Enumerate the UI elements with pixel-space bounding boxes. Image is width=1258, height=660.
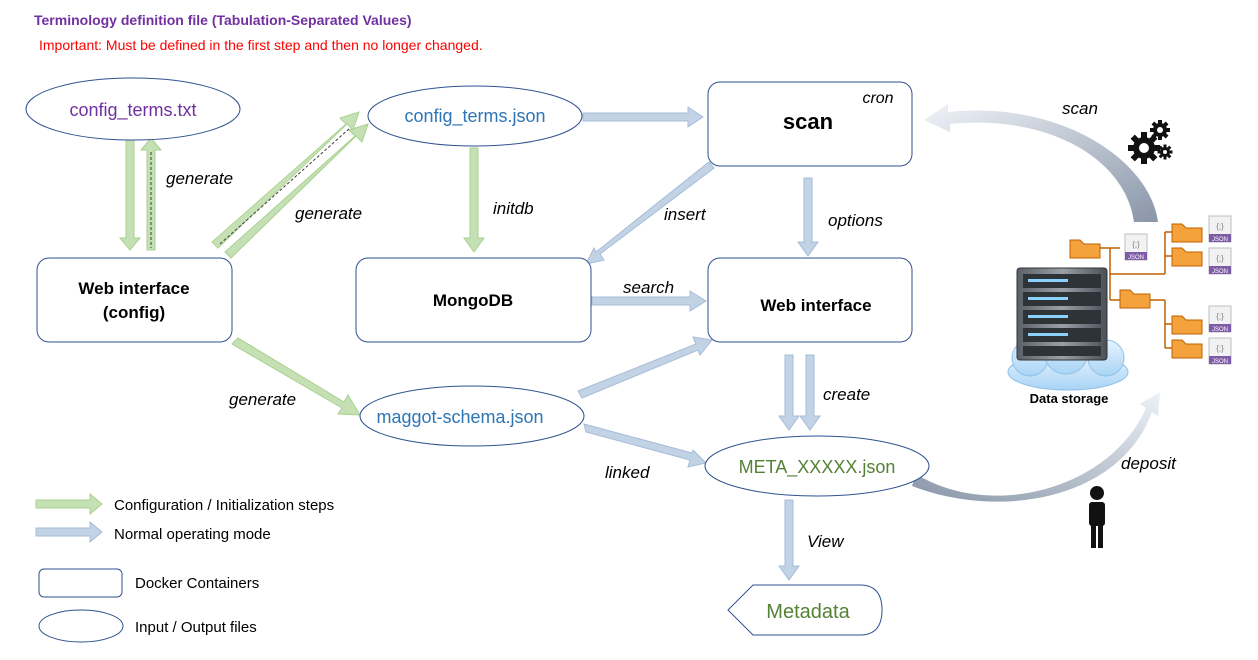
folder-icon	[1171, 315, 1203, 335]
folder-icons	[1069, 223, 1203, 359]
json-file-icons: {;} JSON {;} JSON {;} JSON {;} JSON	[1124, 215, 1232, 365]
legend-normal-label: Normal operating mode	[114, 526, 271, 543]
edge-labels: generate generate generate initdb insert…	[166, 99, 1177, 551]
person-icon	[1089, 486, 1105, 548]
arrow-web-to-meta-2	[799, 354, 821, 431]
label-deposit: deposit	[1121, 454, 1177, 473]
server-icon	[1016, 267, 1108, 361]
metadata-label: Metadata	[766, 601, 850, 623]
arrow-json-to-mongodb	[463, 147, 485, 253]
warning-note: Important: Must be defined in the first …	[39, 37, 483, 53]
arrow-json-to-webconfig	[211, 111, 360, 249]
green-arrows	[118, 111, 485, 416]
scan-label: scan	[783, 109, 833, 134]
label-insert: insert	[664, 205, 707, 224]
label-generate-2: generate	[295, 204, 362, 223]
mongodb-label: MongoDB	[433, 291, 513, 310]
label-create: create	[823, 385, 870, 404]
label-view: View	[807, 532, 845, 551]
nodes	[25, 77, 930, 636]
label-linked: linked	[605, 463, 650, 482]
legend: Configuration / Initialization steps Nor…	[35, 492, 334, 643]
arrow-json-to-scan	[582, 106, 704, 128]
scan-node	[707, 81, 913, 167]
webconfig-label-line2: (config)	[103, 303, 165, 322]
web-interface-node	[707, 257, 913, 343]
legend-green-arrow	[35, 492, 103, 516]
arrow-scan-to-mongodb	[585, 161, 715, 265]
json-file-icon: {;} JSON	[1208, 337, 1232, 365]
config-terms-json-label: config_terms.json	[404, 106, 545, 127]
json-file-icon: {;} JSON	[1208, 247, 1232, 275]
data-storage-group: {;} JSON {;} JSON {;} JSON {;} JSON	[1007, 215, 1232, 406]
arrow-webconfig-to-json	[224, 123, 369, 259]
blue-arrows	[577, 106, 821, 581]
diagram-title: Terminology definition file (Tabulation-…	[34, 12, 412, 28]
label-options: options	[828, 211, 883, 230]
svg-text:{;}: {;}	[1216, 222, 1224, 231]
svg-text:JSON: JSON	[1128, 255, 1144, 261]
arrow-txt-to-webconfig	[118, 139, 142, 251]
svg-text:{;}: {;}	[1216, 344, 1224, 353]
legend-io-shape	[38, 609, 124, 643]
legend-docker-shape	[38, 568, 123, 598]
metadata-node	[727, 584, 883, 636]
gears-icon	[1128, 120, 1173, 164]
arrow-scan-to-web	[797, 177, 819, 257]
folder-icon	[1069, 239, 1101, 259]
arrow-web-to-meta-1	[778, 354, 800, 431]
json-file-icon: {;} JSON	[1208, 305, 1232, 333]
svg-text:{;}: {;}	[1216, 254, 1224, 263]
legend-blue-arrow	[35, 520, 103, 544]
arrow-schema-to-web	[577, 336, 713, 399]
arrow-schema-to-meta	[583, 423, 707, 468]
svg-text:{;}: {;}	[1216, 312, 1224, 321]
data-storage-label: Data storage	[1030, 391, 1109, 406]
svg-text:JSON: JSON	[1212, 327, 1228, 333]
legend-docker-label: Docker Containers	[135, 575, 259, 592]
legend-io-label: Input / Output files	[135, 619, 257, 636]
legend-config-label: Configuration / Initialization steps	[114, 497, 334, 514]
folder-icon	[1119, 289, 1151, 309]
scan-arc	[924, 104, 1158, 222]
config-terms-json-node	[367, 85, 583, 147]
folder-icon	[1171, 223, 1203, 243]
json-file-icon: {;} JSON	[1208, 215, 1232, 243]
meta-json-label: META_XXXXX.json	[739, 457, 896, 478]
svg-text:JSON: JSON	[1212, 359, 1228, 365]
arrow-meta-to-metadata	[778, 499, 800, 581]
config-terms-txt-label: config_terms.txt	[69, 100, 196, 121]
label-search: search	[623, 278, 674, 297]
config-terms-txt-node	[25, 77, 241, 141]
label-scan: scan	[1062, 99, 1098, 118]
arrow-webconfig-to-schema	[231, 337, 361, 416]
maggot-schema-label: maggot-schema.json	[376, 407, 543, 427]
web-interface-label: Web interface	[760, 296, 871, 315]
label-generate-1: generate	[166, 169, 233, 188]
label-initdb: initdb	[493, 199, 534, 218]
maggot-schema-node	[359, 385, 585, 447]
svg-text:JSON: JSON	[1212, 269, 1228, 275]
arrow-mongodb-to-web	[591, 290, 707, 312]
json-file-icon: {;} JSON	[1124, 233, 1148, 261]
label-generate-3: generate	[229, 390, 296, 409]
svg-text:JSON: JSON	[1212, 237, 1228, 243]
folder-icon	[1171, 339, 1203, 359]
folder-icon	[1171, 247, 1203, 267]
webconfig-node	[36, 257, 233, 343]
mongodb-node	[355, 257, 592, 343]
meta-json-node	[704, 435, 930, 497]
folder-tree-lines	[1100, 231, 1172, 349]
webconfig-label-line1: Web interface	[78, 279, 189, 298]
deposit-arc	[912, 392, 1160, 502]
svg-text:{;}: {;}	[1132, 240, 1140, 249]
scan-cron-label: cron	[862, 90, 893, 107]
